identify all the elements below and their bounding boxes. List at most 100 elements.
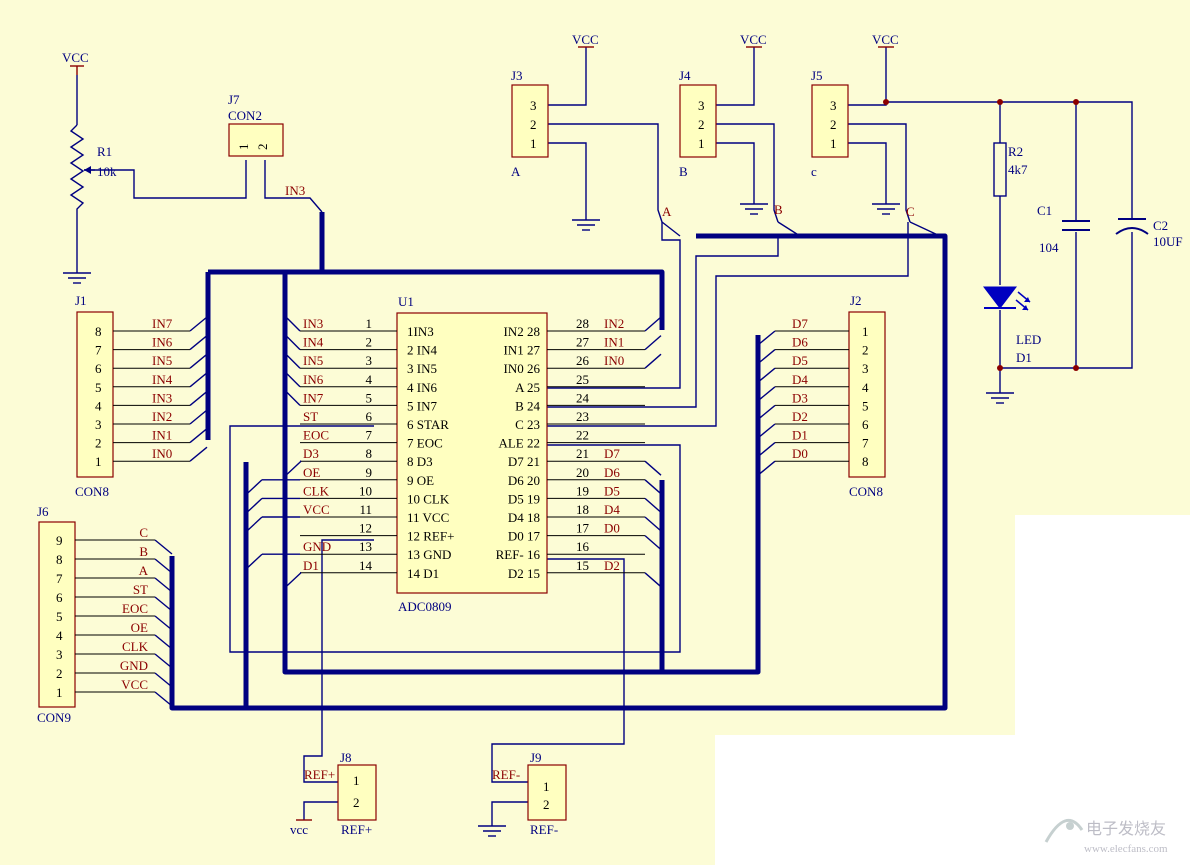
u1-right-pin-number: 23 [576,409,589,424]
j2-bus-entry [757,423,776,439]
u1-right-pin-number: 17 [576,521,590,536]
j5-name: c [811,164,817,179]
j6-net-label: VCC [121,677,148,692]
wires [76,47,1133,820]
j1-type: CON8 [75,484,109,499]
j4-name: B [679,164,688,179]
u1-right-pin-name: D4 18 [508,510,540,525]
u1-right-net-label: D0 [604,521,620,536]
d1-value: LED [1016,332,1041,347]
u1-left-pin-name: 3 IN5 [407,361,437,376]
j4-pin-1: 1 [698,136,705,151]
j6-pin-number: 4 [56,628,63,643]
j6-net-label: C [139,525,148,540]
j7-ref: J7 [228,92,240,107]
u1-left-pin-number: 1 [366,316,373,331]
j3-name: A [511,164,521,179]
j2-net-label: D7 [792,316,808,331]
vcc-symbol-j5: VCC [872,32,899,48]
junctions [883,99,1079,371]
r1-value: 10k [97,164,117,179]
u1-right-pin-name: D6 20 [508,473,540,488]
u1-left-pin-number: 6 [366,409,373,424]
u1-left-pin-number: 3 [366,353,373,368]
u1-left-net-label: CLK [303,483,330,498]
j2-pin-number: 4 [862,380,869,395]
u1-right-pin-number: 16 [576,539,590,554]
vcc-label-j5: VCC [872,32,899,47]
j3-ref: J3 [511,68,523,83]
u1-left-bus-entry [246,553,263,569]
u1-right-net-label: D4 [604,502,620,517]
u1-right-bus-entry [644,316,662,332]
j8-ref: J8 [340,750,352,765]
u1-left-pin-number: 7 [366,428,373,443]
u1-right-net-label: D7 [604,446,620,461]
j1-bus-entry [189,372,208,388]
j3-pin-2: 2 [530,117,537,132]
j2-bus-entry [757,460,776,476]
j1-bus-entry [189,446,208,462]
u1-in-bus-entry [285,335,301,351]
vcc-symbol-j4: VCC [740,32,767,48]
j6-net-label: A [139,563,149,578]
u1-in-bus-entry [285,353,301,369]
j1-pin-number: 6 [95,361,102,376]
j6-bus-entry [154,539,173,555]
j6-net-label: CLK [122,639,149,654]
j6-bus-entry [154,691,173,707]
j6-pin-number: 6 [56,590,63,605]
j6-net-label: GND [120,658,148,673]
j2-bus-entry [757,404,776,420]
j3-pin-3: 3 [530,98,537,113]
u1-right-pin-number: 28 [576,316,589,331]
vcc-label-j3: VCC [572,32,599,47]
j6-pin-number: 9 [56,533,63,548]
u1-left-bus-entry [246,497,263,513]
u1-left-bus-entry [246,479,263,495]
j6-bus-entry [154,634,173,650]
j2-pin-number: 1 [862,324,869,339]
u1-left-net-label: VCC [303,502,330,517]
u1-left-pin-name: 7 EOC [407,436,443,451]
j4-pin-2: 2 [698,117,705,132]
j6-net-label: EOC [122,601,148,616]
u1-left-net-label: IN4 [303,335,324,350]
j6-bus-entry [154,577,173,593]
j2-net-label: D5 [792,353,808,368]
connector-j5: J5 3 2 1 c C [811,68,915,219]
u1-left-net-label: IN3 [303,316,323,331]
ground-symbols [63,196,1014,837]
u1-left-pin-name: 1IN3 [407,324,434,339]
j1-bus-entry [189,316,208,332]
u1-right-pin-name: IN2 28 [504,324,540,339]
u1-left-pin-number: 13 [359,539,372,554]
j9-name: REF- [530,822,558,837]
blank-area-2 [715,735,1015,865]
u1-right-pin-number: 26 [576,353,590,368]
u1-left-pin-number: 4 [366,372,373,387]
j2-pin-number: 6 [862,417,869,432]
j1-ref: J1 [75,293,87,308]
connector-j3: J3 3 2 1 A A [511,68,672,219]
j1-net-label: IN3 [152,390,172,405]
u1-left-pin-number: 14 [359,558,373,573]
u1-left-net-label: EOC [303,428,329,443]
c2-value: 10UF [1153,234,1183,249]
j6-pin-number: 8 [56,552,63,567]
u1-right-pin-name: ALE 22 [498,436,540,451]
u1-right-net-label: IN2 [604,316,624,331]
u1-left-pin-name: 5 IN7 [407,398,437,413]
j6-net-label: OE [131,620,148,635]
u1-left-net-label: IN6 [303,372,324,387]
j8-net: REF+ [304,767,335,782]
vcc-label-j4: VCC [740,32,767,47]
connector-j9: J9 1 2 REF- REF- [492,750,567,837]
u1-right-net-label: D2 [604,558,620,573]
u1-right-pin-name: IN1 27 [504,343,541,358]
blank-area [1015,515,1190,865]
